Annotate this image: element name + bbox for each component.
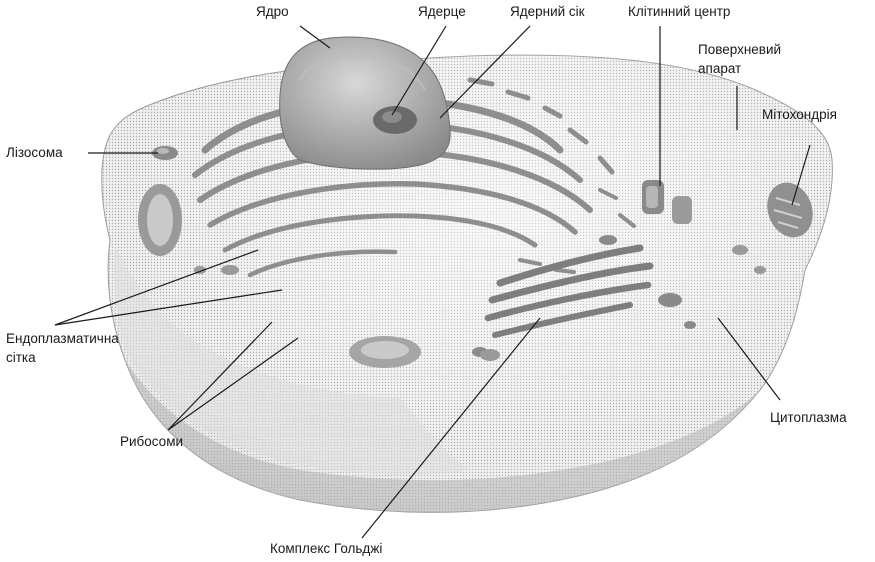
label-golgi: Комплекс Гольджі <box>270 541 382 557</box>
label-nucleus: Ядро <box>256 4 289 20</box>
label-nuclear-sap: Ядерний сік <box>510 4 585 20</box>
label-nucleolus: Ядерце <box>418 4 466 20</box>
label-mitochondrion: Мітохондрія <box>762 107 837 123</box>
label-er-1: Ендоплазматична <box>6 331 119 347</box>
label-er-2: сітка <box>6 350 36 366</box>
label-surface-apparatus-1: Поверхневий <box>698 42 781 58</box>
label-cell-center: Клітинний центр <box>628 4 730 20</box>
label-surface-apparatus-2: апарат <box>698 61 741 77</box>
nucleus <box>280 37 451 169</box>
cell-body <box>102 55 833 512</box>
label-lysosome: Лізосома <box>6 145 63 161</box>
label-ribosomes: Рибосоми <box>120 434 183 450</box>
label-cytoplasm: Цитоплазма <box>770 410 847 426</box>
